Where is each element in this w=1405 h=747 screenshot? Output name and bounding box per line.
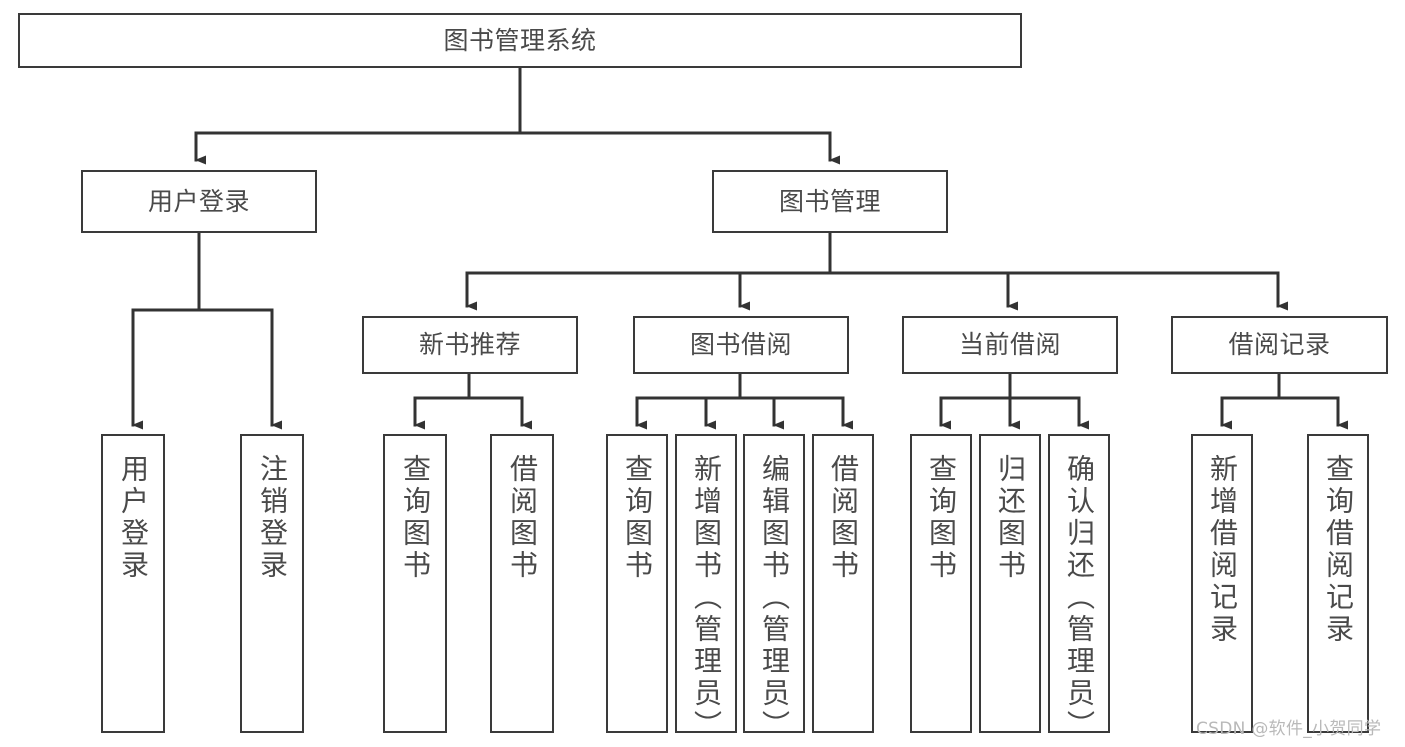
- node-label: 编辑图书（管理员）: [758, 454, 791, 742]
- leaf-add-borrow-record[interactable]: 新增借阅记录: [1191, 434, 1253, 733]
- leaf-user-login[interactable]: 用户登录: [101, 434, 165, 733]
- node-current-borrow[interactable]: 当前借阅: [902, 316, 1118, 374]
- leaf-query-book-borrow[interactable]: 查询图书: [606, 434, 668, 733]
- leaf-logout[interactable]: 注销登录: [240, 434, 304, 733]
- node-label: 当前借阅: [958, 330, 1061, 359]
- node-label: 查询借阅记录: [1322, 454, 1355, 646]
- node-label: 借阅图书: [827, 454, 860, 582]
- leaf-confirm-return-admin[interactable]: 确认归还（管理员）: [1048, 434, 1110, 742]
- leaf-borrow-book[interactable]: 借阅图书: [812, 434, 874, 733]
- node-label: 图书借阅: [689, 330, 792, 359]
- leaf-query-book-current[interactable]: 查询图书: [910, 434, 972, 733]
- node-label: 注销登录: [256, 454, 289, 582]
- node-root-book-management-system[interactable]: 图书管理系统: [18, 13, 1022, 68]
- leaf-return-book[interactable]: 归还图书: [979, 434, 1041, 733]
- node-new-book-recommend[interactable]: 新书推荐: [362, 316, 578, 374]
- leaf-query-book-recommend[interactable]: 查询图书: [383, 434, 447, 733]
- node-label: 查询图书: [925, 454, 958, 582]
- node-label: 用户登录: [117, 454, 150, 582]
- node-borrow-record[interactable]: 借阅记录: [1171, 316, 1388, 374]
- node-user-login[interactable]: 用户登录: [81, 170, 317, 233]
- node-label: 确认归还（管理员）: [1063, 454, 1096, 742]
- node-book-management[interactable]: 图书管理: [712, 170, 948, 233]
- node-book-borrow[interactable]: 图书借阅: [633, 316, 849, 374]
- node-label: 借阅记录: [1228, 330, 1331, 359]
- node-label: 图书管理: [778, 186, 881, 216]
- node-label: 查询图书: [621, 454, 654, 582]
- node-label: 图书管理系统: [443, 25, 597, 55]
- leaf-add-book-admin[interactable]: 新增图书（管理员）: [675, 434, 737, 742]
- leaf-borrow-book-recommend[interactable]: 借阅图书: [490, 434, 554, 733]
- node-label: 新增借阅记录: [1206, 454, 1239, 646]
- node-label: 用户登录: [147, 186, 250, 216]
- node-label: 新书推荐: [418, 330, 521, 359]
- csdn-watermark: CSDN @软件_小贺同学: [1196, 719, 1382, 739]
- node-label: 查询图书: [399, 454, 432, 582]
- node-label: 新增图书（管理员）: [690, 454, 723, 742]
- node-label: 归还图书: [994, 454, 1027, 582]
- leaf-edit-book-admin[interactable]: 编辑图书（管理员）: [743, 434, 805, 742]
- node-label: 借阅图书: [506, 454, 539, 582]
- leaf-query-borrow-record[interactable]: 查询借阅记录: [1307, 434, 1369, 733]
